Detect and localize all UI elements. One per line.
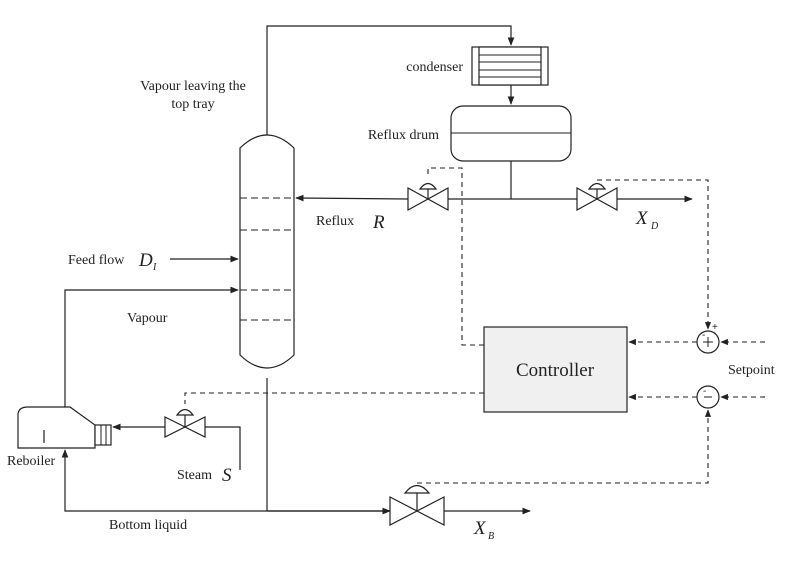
- sign-plus: +: [712, 322, 718, 333]
- label-setpoint: Setpoint: [728, 363, 775, 378]
- label-steam: Steam: [177, 468, 212, 483]
- label-xd-sub: D: [650, 221, 659, 232]
- reflux-drum: [450, 105, 572, 162]
- distillation-column: [239, 134, 295, 369]
- process-lines: [61, 25, 693, 515]
- label-feed-sub: I: [152, 262, 157, 273]
- label-steam-var: S: [222, 465, 232, 486]
- condenser: [471, 46, 549, 86]
- summing-junction-bottom: [696, 385, 720, 409]
- label-controller: Controller: [516, 360, 595, 381]
- label-reflux-drum: Reflux drum: [368, 128, 439, 143]
- label-reflux: Reflux: [316, 214, 354, 229]
- sign-minus-bottom: -: [703, 386, 706, 397]
- distillate-valve[interactable]: [576, 182, 618, 212]
- label-xd-var: X: [635, 208, 649, 229]
- label-feed-var: D: [138, 250, 153, 271]
- summing-junction-top: [696, 330, 720, 354]
- sign-minus-top: -: [702, 330, 705, 341]
- label-vapour-top-line1: Vapour leaving the: [140, 79, 246, 94]
- reboiler: [17, 406, 112, 449]
- label-reflux-var: R: [372, 212, 385, 233]
- label-xb-var: X: [473, 518, 487, 539]
- label-condenser: condenser: [406, 60, 463, 75]
- steam-valve[interactable]: [164, 408, 206, 438]
- controller-block: [483, 326, 628, 413]
- signal-lines: [184, 167, 765, 484]
- label-vapour: Vapour: [127, 311, 168, 326]
- label-xb-sub: B: [488, 531, 494, 542]
- bottoms-valve[interactable]: [389, 484, 445, 526]
- reflux-valve[interactable]: [407, 182, 449, 212]
- label-vapour-top-line2: top tray: [171, 97, 214, 112]
- label-bottom-liquid: Bottom liquid: [109, 518, 187, 533]
- label-reboiler: Reboiler: [7, 454, 56, 469]
- label-feed-flow: Feed flow: [68, 253, 125, 268]
